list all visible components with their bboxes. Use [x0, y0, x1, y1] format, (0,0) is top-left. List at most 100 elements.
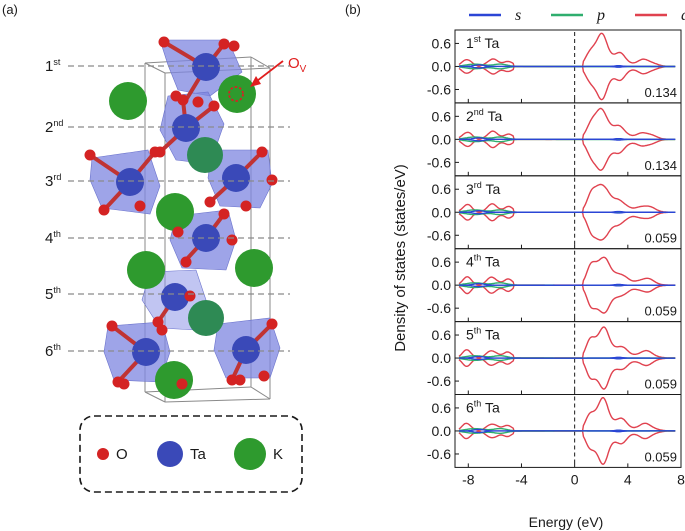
panel-label: 2nd Ta: [466, 107, 502, 124]
dos-legend: spd: [469, 7, 685, 24]
ta-atom: [192, 53, 220, 81]
panel-value: 0.059: [644, 449, 677, 464]
y-tick-label: -0.6: [427, 81, 451, 97]
panel-value: 0.059: [644, 377, 677, 392]
panel-b-tag: (b): [345, 2, 361, 17]
d-down-line: [458, 430, 676, 465]
vacancy-arrow-head: [250, 76, 261, 87]
k-atom: [156, 193, 194, 231]
layer-label: 5th: [45, 285, 61, 303]
o-atom: [218, 38, 230, 50]
ta-atom: [222, 164, 250, 192]
y-tick-label: 0.6: [432, 327, 452, 343]
y-tick-label: 0.6: [432, 35, 452, 51]
x-tick-label: -8: [462, 471, 475, 487]
legend-label-s: s: [515, 7, 521, 24]
ta-atom: [232, 336, 260, 364]
layer-label: 3rd: [45, 172, 61, 190]
y-tick-label: 0.0: [432, 277, 452, 293]
panel-label: 1st Ta: [466, 34, 499, 51]
legend-label-p: p: [596, 7, 605, 24]
o-atom: [266, 318, 278, 330]
o-atom: [218, 208, 230, 220]
o-atom: [84, 149, 96, 161]
s-down-line: [459, 357, 676, 361]
legend-atom-k: [234, 438, 266, 470]
d-down-line: [458, 284, 676, 314]
k-atom: [187, 137, 223, 173]
x-tick-label: 4: [624, 471, 632, 487]
panel-value: 0.059: [644, 304, 677, 319]
legend-atom-o: [97, 448, 109, 460]
y-tick-label: -0.6: [427, 373, 451, 389]
o-atom: [106, 320, 118, 332]
legend-atom-ta: [157, 441, 183, 467]
panel-value: 0.134: [644, 158, 677, 173]
panel-label: 3rd Ta: [466, 180, 500, 197]
panel-value: 0.059: [644, 231, 677, 246]
o-atom: [226, 234, 238, 246]
o-atom: [149, 146, 161, 158]
k-atom: [218, 75, 256, 113]
s-down-line: [459, 211, 676, 215]
panel-a-tag: (a): [2, 2, 18, 17]
y-tick-label: 0.6: [432, 254, 452, 270]
s-down-line: [459, 138, 676, 142]
legend-atom-label: O: [116, 446, 128, 463]
d-down-line: [458, 65, 676, 101]
y-tick-label: 0.0: [432, 58, 452, 74]
o-atom: [180, 256, 192, 268]
y-tick-label: 0.6: [432, 400, 452, 416]
s-down-line: [459, 430, 676, 434]
y-tick-label: -0.6: [427, 227, 451, 243]
x-tick-label: -4: [515, 471, 528, 487]
k-atom: [235, 249, 273, 287]
dos-panel-1: 0.6 0.0 -0.6 1st Ta 0.134: [427, 29, 682, 104]
o-atom: [170, 90, 182, 102]
layer-label: 6th: [45, 342, 61, 360]
y-tick-label: 0.0: [432, 204, 452, 220]
k-atom: [188, 300, 224, 336]
o-atom: [184, 290, 196, 302]
d-down-line: [458, 357, 676, 390]
k-atom: [109, 82, 147, 120]
x-tick-label: 0: [571, 471, 579, 487]
o-atom: [208, 100, 220, 112]
o-atom: [172, 226, 184, 238]
d-down-line: [458, 211, 676, 241]
y-tick-label: -0.6: [427, 446, 451, 462]
o-atom: [234, 374, 246, 386]
o-atom: [266, 174, 278, 186]
o-atom: [98, 204, 110, 216]
legend-atom-label: K: [273, 446, 283, 463]
ta-atom: [132, 338, 160, 366]
y-tick-label: -0.6: [427, 300, 451, 316]
o-atom: [256, 146, 268, 158]
y-tick-label: 0.0: [432, 423, 452, 439]
legend-label-d: d: [681, 7, 685, 24]
layer-label: 2nd: [45, 118, 63, 136]
k-atom: [155, 361, 193, 399]
y-tick-label: 0.0: [432, 350, 452, 366]
panel-value: 0.134: [644, 85, 677, 100]
o-atom: [192, 96, 204, 108]
o-atom: [228, 40, 240, 52]
o-atom: [118, 378, 130, 390]
o-atom: [240, 200, 252, 212]
o-atom: [176, 378, 188, 390]
o-atom: [134, 200, 146, 212]
o-atom: [258, 370, 270, 382]
ta-atom: [161, 283, 189, 311]
ta-atom: [116, 168, 144, 196]
o-atom: [226, 374, 238, 386]
x-axis-label: Energy (eV): [529, 514, 604, 530]
o-atom: [158, 36, 170, 48]
